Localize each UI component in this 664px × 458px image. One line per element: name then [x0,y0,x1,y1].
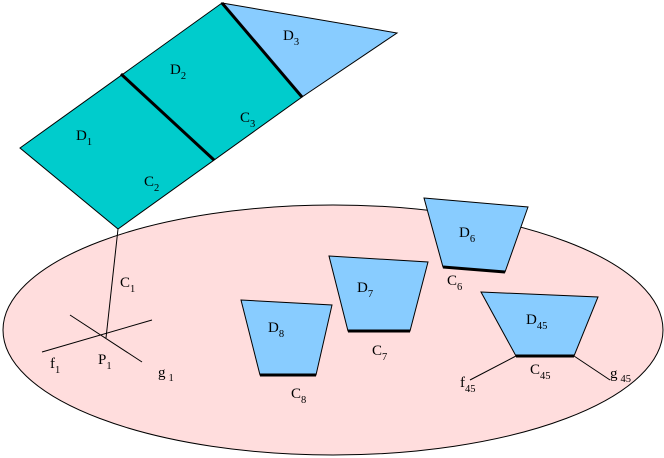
label-p1: P1 [98,352,112,372]
p1-ray-2 [41,319,153,353]
label-c1: C1 [120,275,135,295]
label-d7: D7 [357,280,373,300]
label-c45: C45 [530,362,551,382]
label-c8: C8 [291,386,306,406]
label-f1: f1 [50,356,60,376]
c6-edge [442,265,506,274]
label-d3: D3 [283,28,299,48]
label-d6: D6 [459,225,475,245]
g45-line [573,355,611,381]
label-d8: D8 [268,320,284,340]
label-d1: D1 [76,128,92,148]
label-c7: C7 [372,343,387,363]
f45-line [469,355,517,381]
c3-boundary [220,2,304,98]
label-c3: C3 [240,110,255,130]
label-d45: D45 [526,312,547,332]
label-c2: C2 [144,174,159,194]
label-d2: D2 [170,62,186,82]
c1-line [105,228,119,339]
c2-boundary [119,72,216,162]
label-c6: C6 [447,273,462,293]
p1-ray-1 [69,314,143,363]
label-f45: f45 [460,375,476,395]
